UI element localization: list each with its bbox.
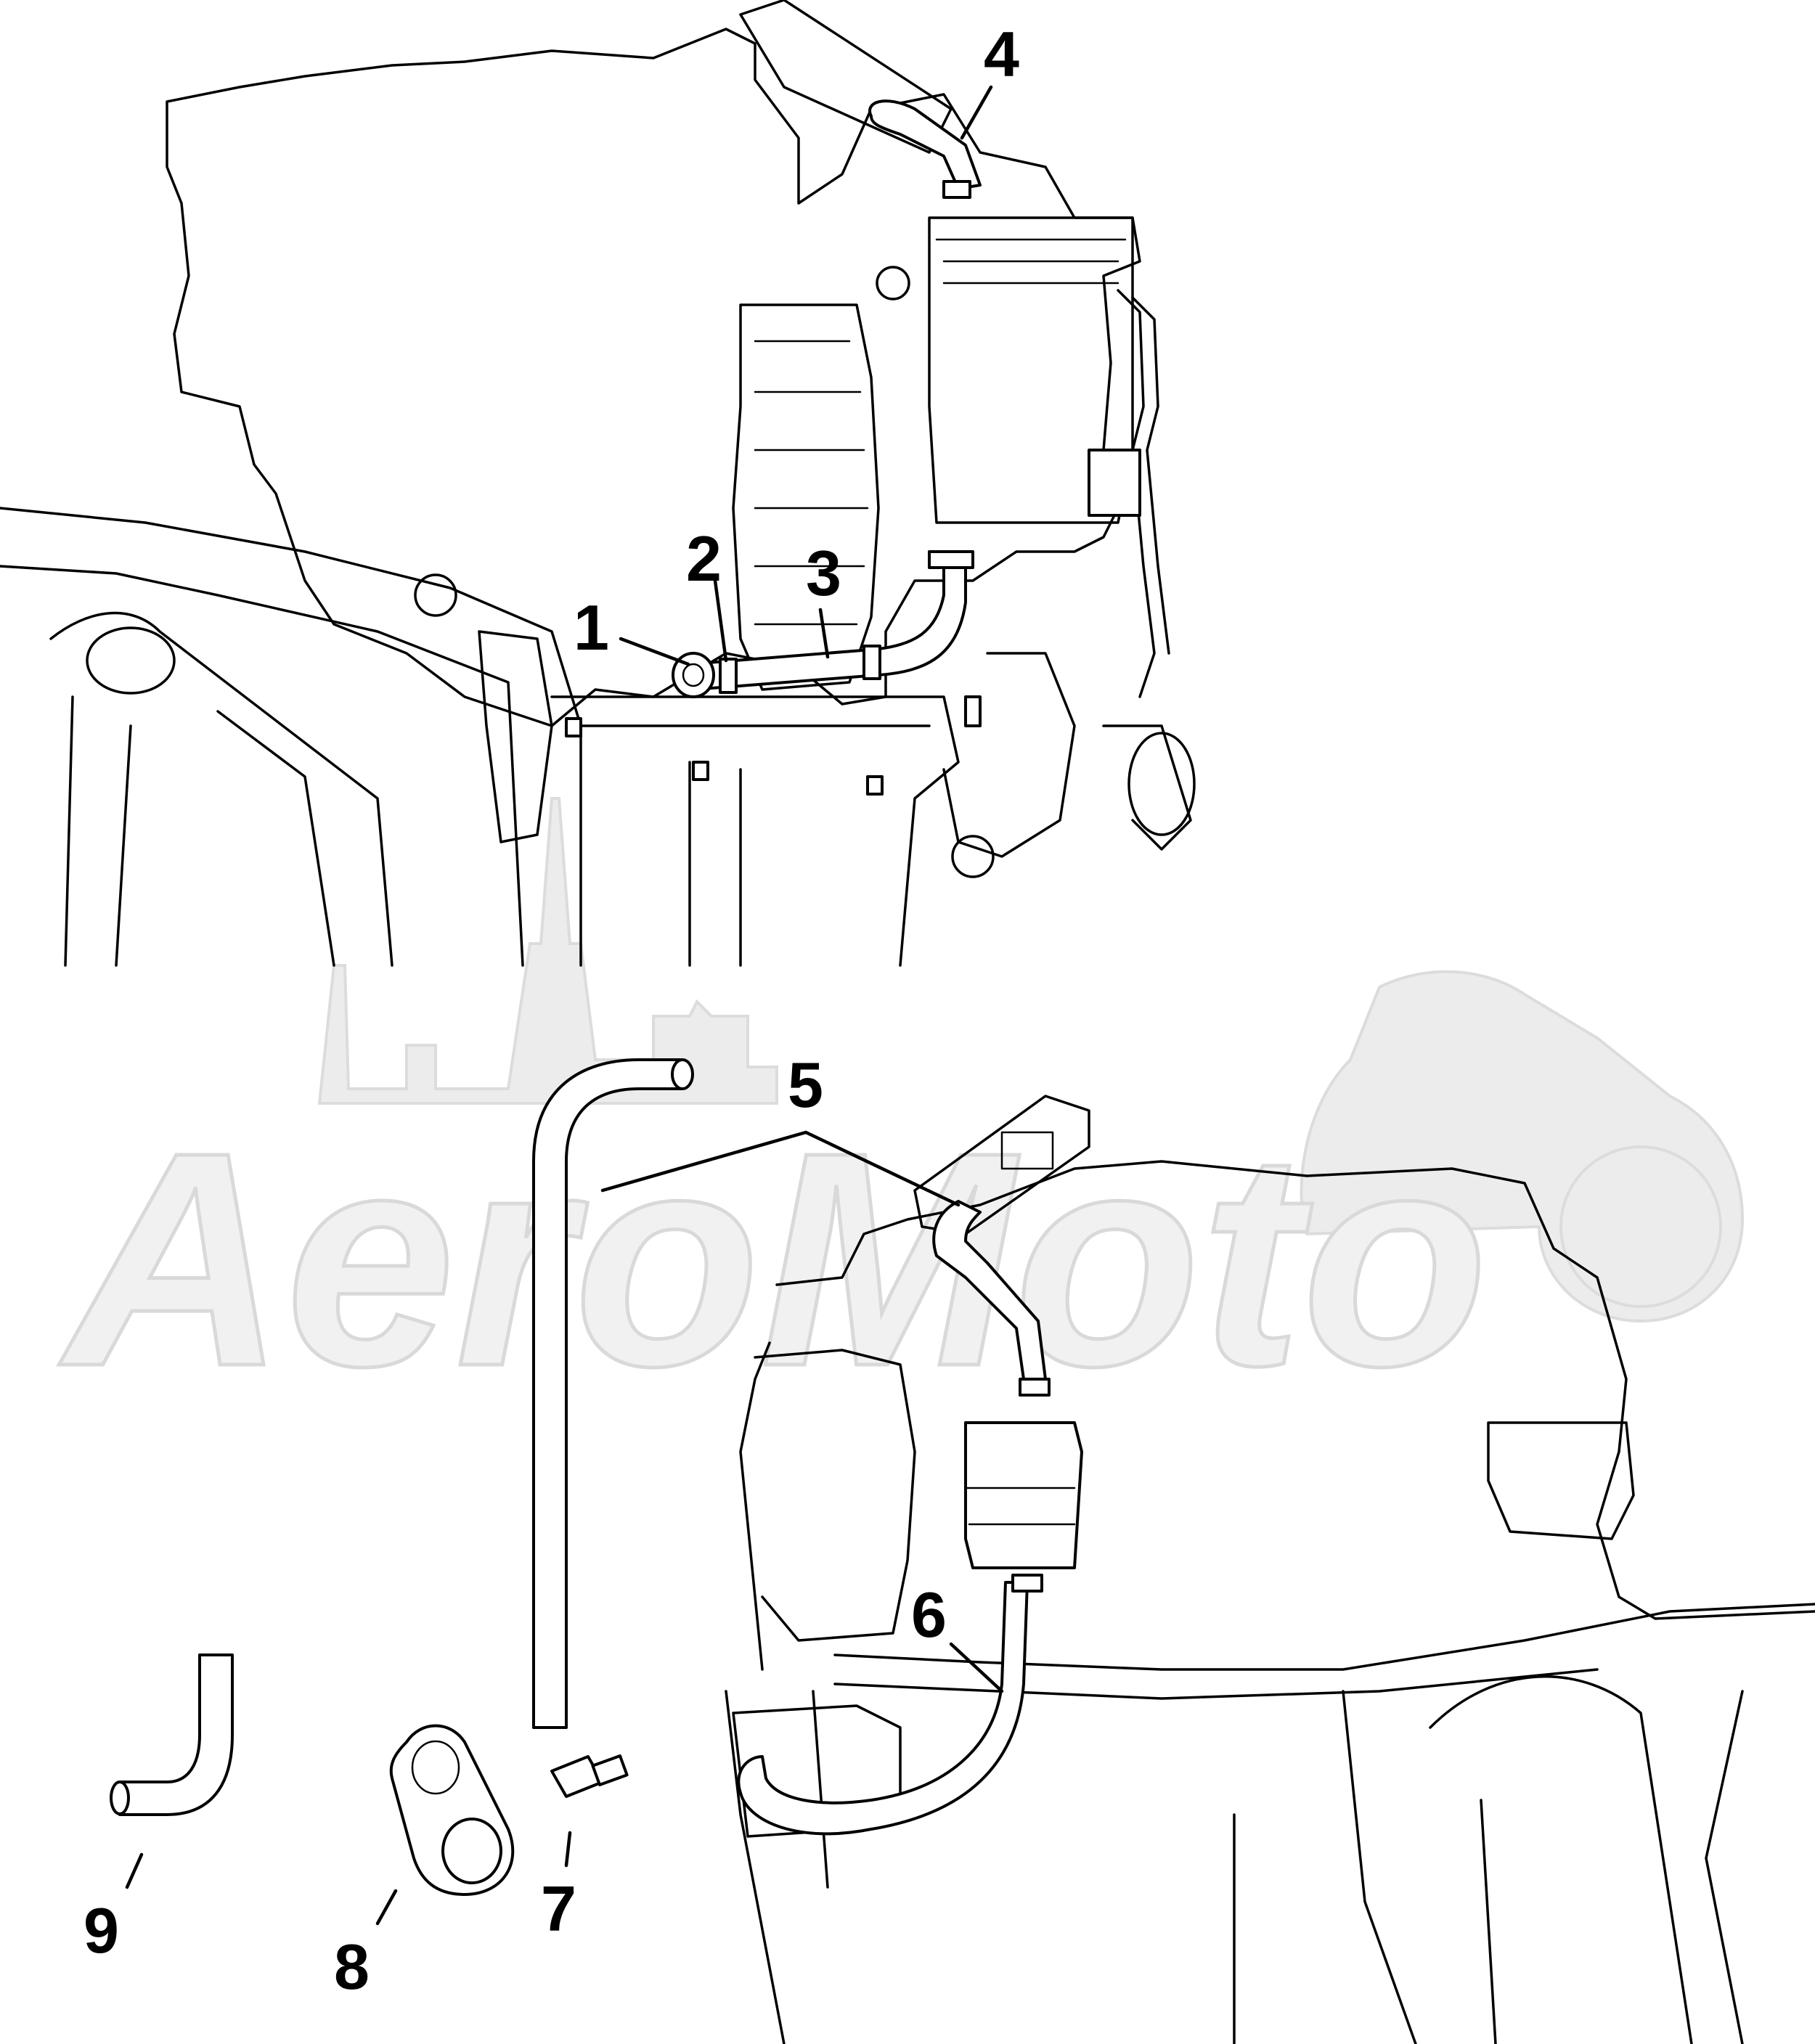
watermark-skyline xyxy=(317,797,778,1105)
leader-7 xyxy=(564,1831,572,1868)
cylinder-block-lower xyxy=(754,1349,916,1642)
frame-left xyxy=(0,507,582,967)
clamp-upper xyxy=(928,550,974,569)
clamp-mid xyxy=(862,645,881,680)
leader-8 xyxy=(375,1889,398,1926)
frame-rail-lower xyxy=(833,1603,1815,1700)
filter-window xyxy=(1000,1131,1054,1170)
leader-9 xyxy=(125,1852,144,1889)
callout-6: 6 xyxy=(911,1579,947,1651)
watermark-text: AeroMoto xyxy=(56,1090,1488,1430)
fitting-7-hex xyxy=(591,1754,629,1786)
evap-canister-lower xyxy=(964,1421,1083,1569)
callout-2: 2 xyxy=(686,523,722,594)
top-engine-view xyxy=(0,0,1196,967)
callout-1: 1 xyxy=(574,592,609,663)
grommet-8-hole-1 xyxy=(411,1740,460,1795)
hose-3 xyxy=(688,557,967,691)
leader-6 xyxy=(949,1642,1004,1693)
grommet-8-hole-2 xyxy=(441,1818,502,1884)
callout-8: 8 xyxy=(334,1931,370,2003)
loose-parts xyxy=(110,1058,694,1896)
callout-4: 4 xyxy=(984,18,1019,90)
canister-lower-bands xyxy=(964,1487,1076,1526)
bracket-right xyxy=(942,652,1192,858)
fitting-1 xyxy=(672,652,715,698)
fitting-1-bore xyxy=(682,663,705,687)
evap-canister xyxy=(928,216,1134,524)
callout-5: 5 xyxy=(788,1049,823,1121)
leader-3 xyxy=(818,608,830,659)
callout-7: 7 xyxy=(541,1873,576,1945)
callout-3: 3 xyxy=(806,537,841,609)
frame-left-arm xyxy=(49,611,393,967)
clamp-5 xyxy=(1019,1378,1051,1397)
hose-5-end xyxy=(671,1058,694,1090)
leader-lines xyxy=(125,85,1004,1926)
fitting-7 xyxy=(550,1755,604,1798)
callout-9: 9 xyxy=(83,1894,119,1966)
inline-filter-right xyxy=(1088,449,1141,517)
leader-2 xyxy=(713,579,728,663)
hose-9-end xyxy=(110,1781,130,1815)
hose-6-installed xyxy=(737,1581,1029,1836)
side-cover xyxy=(478,630,553,843)
bolt-hole-right xyxy=(951,835,995,878)
leader-1 xyxy=(619,637,690,666)
frame-boss xyxy=(86,626,176,695)
leader-4 xyxy=(960,85,993,140)
hose-4 xyxy=(868,99,982,190)
frame-bolt-hole xyxy=(414,573,457,617)
watermark-wheel xyxy=(1559,1145,1722,1308)
cylinder-fins xyxy=(754,340,869,626)
crankcase-top xyxy=(550,695,960,967)
engine-outline xyxy=(166,28,1141,727)
frame-lower xyxy=(725,1675,1744,2044)
callout-labels: 1 2 3 4 5 6 7 8 9 xyxy=(83,18,1019,2003)
air-box-lower xyxy=(1487,1421,1635,1540)
hose-5-loose xyxy=(532,1058,684,1729)
cylinder-block xyxy=(732,303,880,691)
clamp-6 xyxy=(1011,1574,1043,1593)
leader-5 xyxy=(600,1130,960,1207)
canister-mount xyxy=(876,266,910,301)
watermark: AeroMoto xyxy=(54,797,1745,1432)
engine-outline-lower xyxy=(739,1160,1815,1671)
clamp-2 xyxy=(719,658,738,694)
grommet-right xyxy=(1127,732,1196,836)
bottom-engine-view xyxy=(725,1095,1815,2044)
canister-ribs xyxy=(935,238,1127,285)
hose-9 xyxy=(118,1653,234,1816)
clamp-top xyxy=(942,180,971,199)
base-bolts xyxy=(565,695,982,796)
filter-housing-lower xyxy=(913,1095,1090,1235)
